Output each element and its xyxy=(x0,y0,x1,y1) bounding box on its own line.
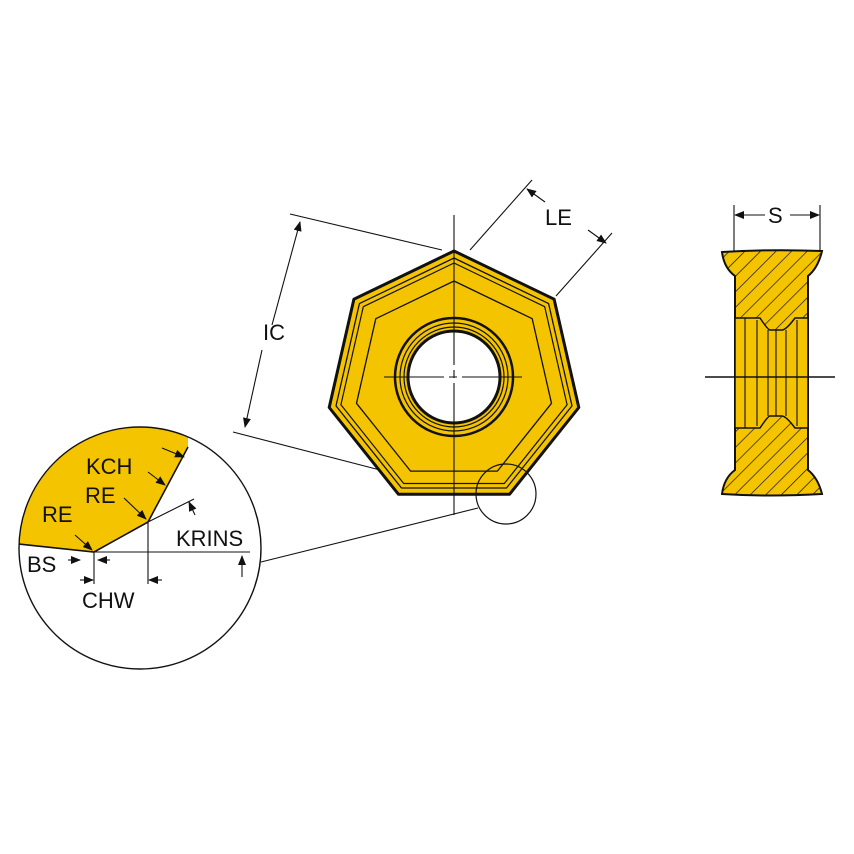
bs-label: BS xyxy=(27,552,56,577)
le-label: LE xyxy=(545,205,572,230)
re-upper-label: RE xyxy=(85,483,116,508)
side-cavity xyxy=(734,317,809,429)
chw-label: CHW xyxy=(82,588,135,613)
ic-dimension: IC xyxy=(232,213,443,471)
detail-marker-circle xyxy=(475,463,537,525)
s-label: S xyxy=(768,203,783,228)
edge-detail-view: KCH RE RE KRINS BS CHW xyxy=(18,426,262,670)
re-lower-label: RE xyxy=(42,502,73,527)
insert-top-view xyxy=(327,215,581,525)
le-dimension: LE xyxy=(469,179,613,297)
insert-side-view: S xyxy=(705,203,835,497)
krins-label: KRINS xyxy=(176,526,243,551)
kch-label: KCH xyxy=(86,454,132,479)
detail-leader-line xyxy=(260,507,479,563)
ic-label: IC xyxy=(263,320,285,345)
